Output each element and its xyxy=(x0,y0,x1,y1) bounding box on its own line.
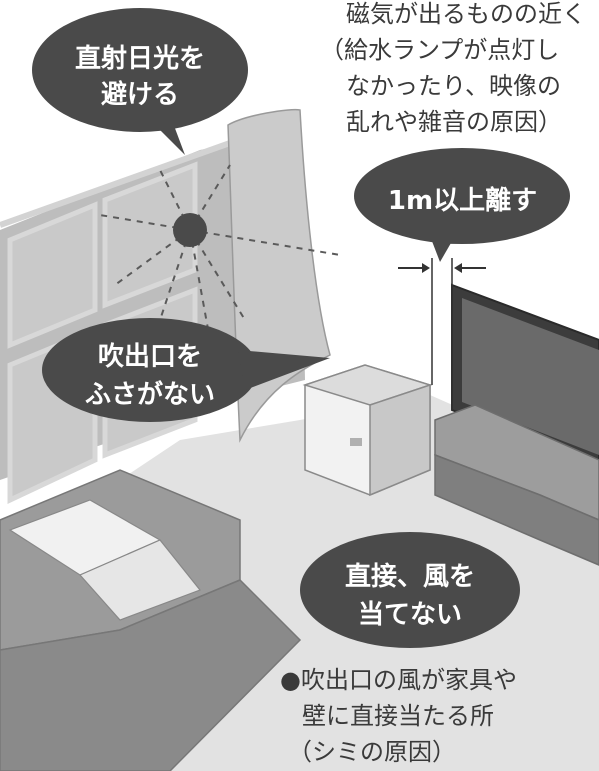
note-top-right-line3: なかったり、映像の xyxy=(346,72,562,100)
tv-stand xyxy=(434,404,599,566)
bubble-wind-line2: 当てない xyxy=(357,600,462,630)
distance-arrow-right-icon xyxy=(454,263,486,273)
bubble-wind xyxy=(300,532,520,648)
bubble-sun-line2: 避ける xyxy=(100,80,179,110)
note-bottom-line2: 壁に直接当たる所 xyxy=(302,702,494,730)
distance-arrow-left-icon xyxy=(398,263,430,273)
note-top-right-line1: 磁気が出るものの近く xyxy=(346,0,586,28)
note-top-right-line4: 乱れや雑音の原因） xyxy=(346,108,562,136)
bubble-outlet xyxy=(42,318,330,422)
bubble-outlet-line1: 吹出口を xyxy=(97,342,202,372)
sun-icon xyxy=(173,213,207,247)
bubble-distance xyxy=(354,148,570,262)
dehumidifier xyxy=(302,364,433,497)
note-bottom-line1: ●吹出口の風が家具や xyxy=(280,666,517,694)
bubble-outlet-line2: ふさがない xyxy=(84,380,215,410)
note-bottom-line3: （シミの原因） xyxy=(288,738,456,766)
note-top-right-line2: （給水ランプが点灯し xyxy=(320,36,560,64)
bubble-sun-line1: 直射日光を xyxy=(74,44,205,74)
bubble-wind-line1: 直接、風を xyxy=(344,562,475,592)
bubble-distance-text: 1m以上離す xyxy=(387,186,538,216)
bubble-sun xyxy=(32,8,248,155)
sofa xyxy=(0,469,302,771)
